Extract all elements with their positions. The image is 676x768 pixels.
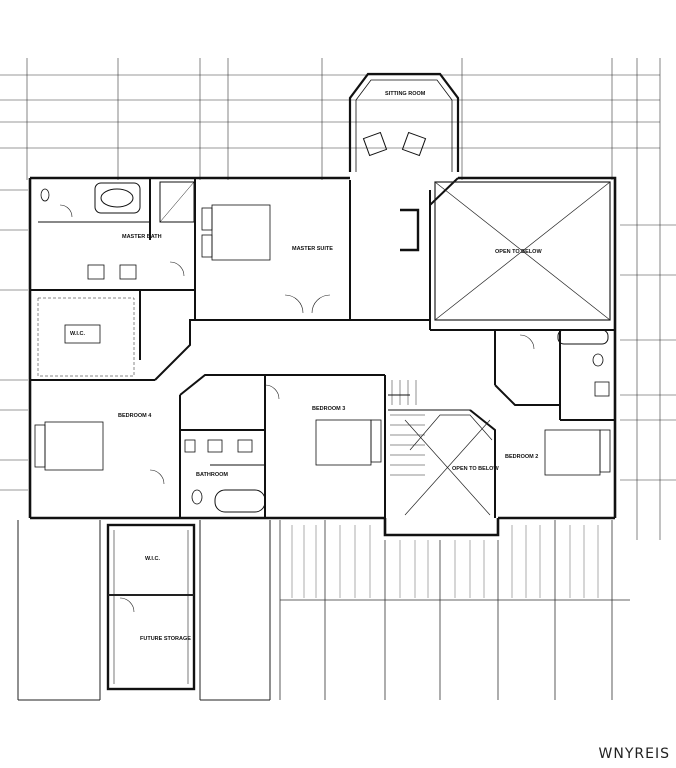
label-wic: W.I.C. [70, 331, 85, 337]
stair-icon [390, 380, 425, 476]
label-future-storage: FUTURE STORAGE [140, 636, 191, 642]
watermark: WNYREIS [598, 746, 670, 762]
open-to-below-top [434, 181, 611, 321]
label-bedroom-2: BEDROOM 2 [505, 454, 538, 460]
exterior-walls [28, 176, 617, 537]
room-labels: SITTING ROOM MASTER BATH MASTER SUITE W.… [70, 91, 542, 642]
wic-shelf [37, 297, 135, 377]
door-swings [59, 204, 535, 613]
label-wic-lower: W.I.C. [145, 556, 160, 562]
garage-area [17, 520, 271, 701]
label-bedroom-3: BEDROOM 3 [312, 406, 345, 412]
deck-lines [279, 520, 630, 700]
label-open-below-2: OPEN TO BELOW [452, 466, 499, 472]
label-open-below: OPEN TO BELOW [495, 249, 542, 255]
dimension-grid [0, 58, 676, 540]
interior-walls [30, 177, 615, 518]
toilet-icon [40, 188, 604, 505]
armchair-icon [362, 131, 427, 157]
label-master-suite: MASTER SUITE [292, 246, 333, 252]
label-bedroom-4: BEDROOM 4 [118, 413, 152, 419]
open-to-below-lower [404, 414, 493, 516]
bed-icon [34, 204, 611, 476]
label-master-bath: MASTER BATH [122, 234, 162, 240]
bathtub-icon [94, 181, 609, 513]
label-bathroom: BATHROOM [196, 472, 228, 478]
label-sitting-room: SITTING ROOM [385, 91, 426, 97]
sitting-room-bay [348, 72, 460, 172]
sink-icon [87, 264, 610, 453]
wic-island [64, 324, 101, 344]
